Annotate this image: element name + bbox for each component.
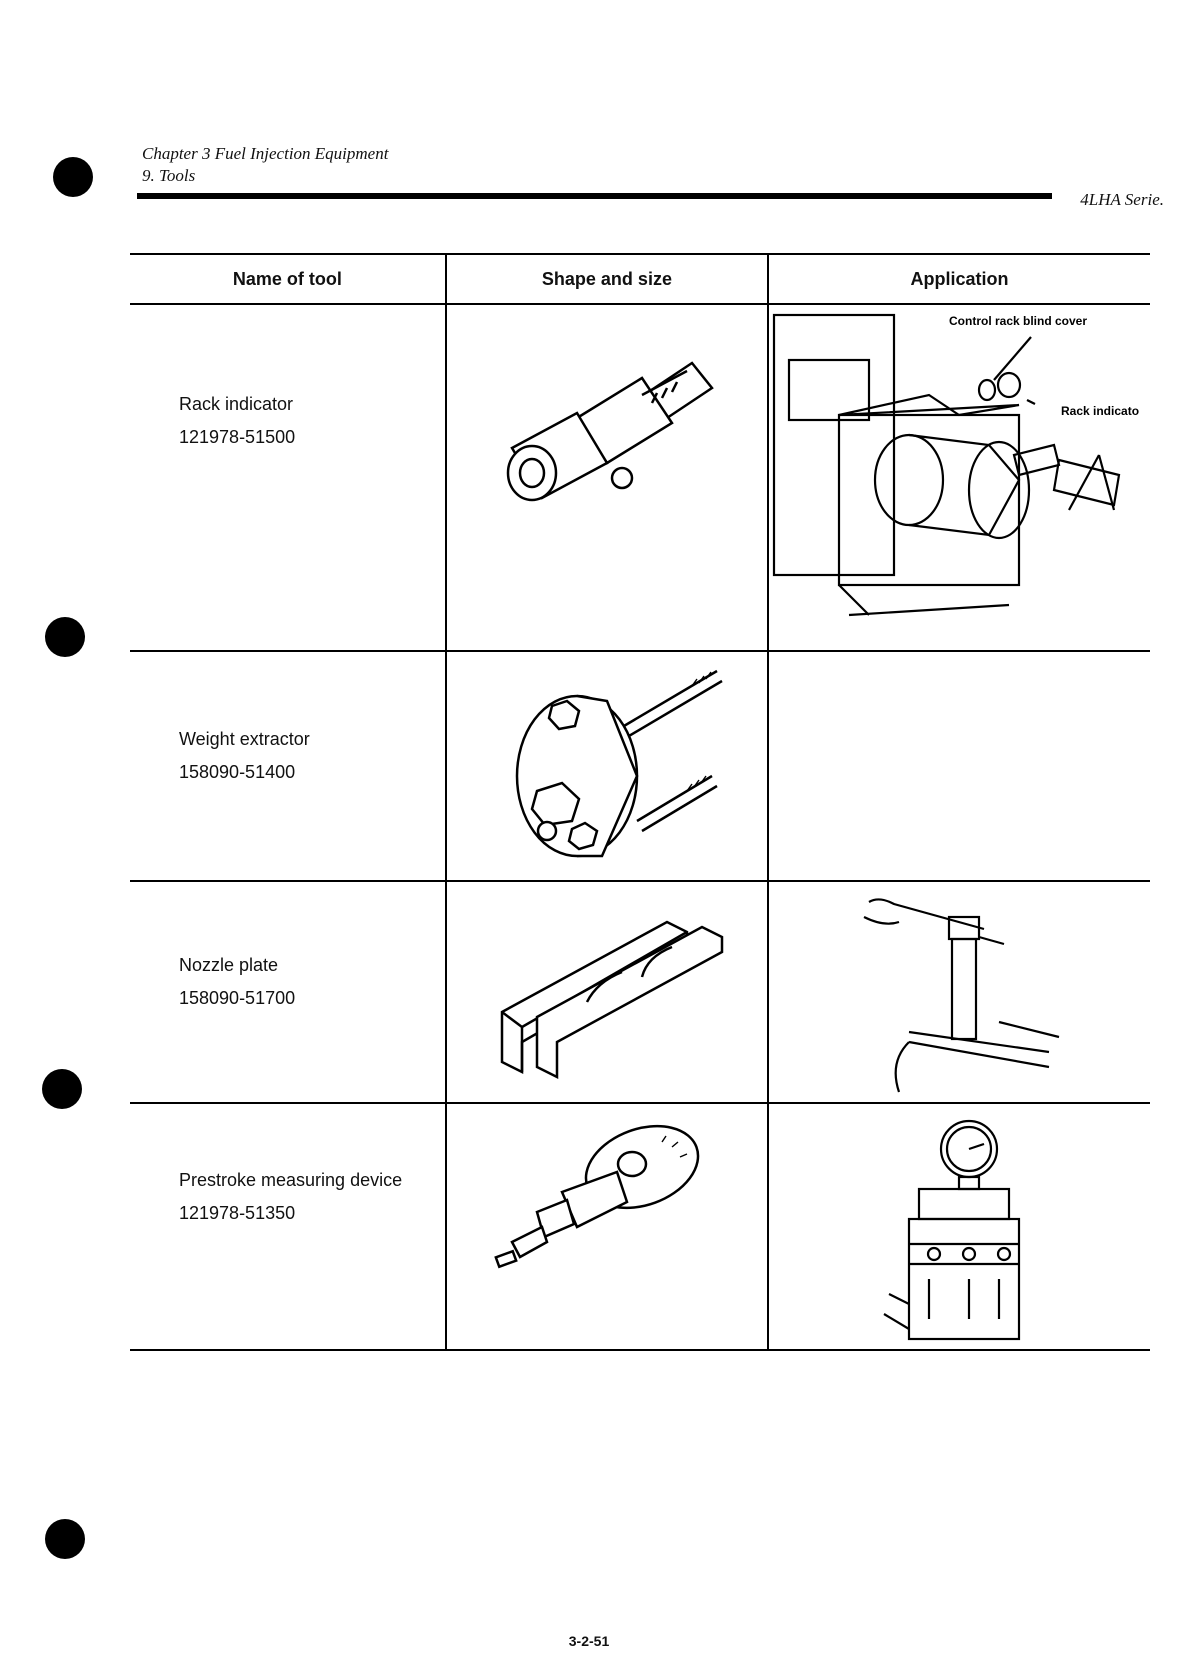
tool-name-cell: Nozzle plate 158090-51700 [130, 881, 446, 1103]
nozzle-plate-illustration [482, 902, 732, 1082]
chapter-title: Chapter 3 Fuel Injection Equipment [142, 144, 388, 164]
column-header-shape: Shape and size [446, 254, 768, 304]
table-row: Nozzle plate 158090-51700 [130, 881, 1150, 1103]
page-number: 3-2-51 [0, 1633, 1178, 1649]
tool-name: Prestroke measuring device [179, 1164, 444, 1197]
binder-hole [42, 1069, 82, 1109]
weight-extractor-illustration [487, 661, 727, 871]
shape-cell [446, 1103, 768, 1350]
column-header-application: Application [768, 254, 1150, 304]
tool-name-cell: Rack indicator 121978-51500 [130, 304, 446, 651]
section-title: 9. Tools [142, 166, 195, 186]
column-header-name: Name of tool [130, 254, 446, 304]
rack-indicator-illustration [482, 333, 732, 533]
part-number: 121978-51500 [179, 421, 444, 454]
nozzle-plate-application-illustration [769, 882, 1148, 1097]
application-cell [768, 1103, 1150, 1350]
tool-name-cell: Prestroke measuring device 121978-51350 [130, 1103, 446, 1350]
tool-name: Weight extractor [179, 723, 444, 756]
table-header-row: Name of tool Shape and size Application [130, 254, 1150, 304]
header-rule [137, 193, 1052, 199]
callout-control-rack-blind-cover: Control rack blind cover [949, 314, 1087, 328]
table-row: Rack indicator 121978-51500 [130, 304, 1150, 651]
part-number: 121978-51350 [179, 1197, 444, 1230]
shape-cell [446, 651, 768, 881]
tool-name: Rack indicator [179, 388, 444, 421]
prestroke-measuring-device-illustration [492, 1112, 722, 1292]
tools-table: Name of tool Shape and size Application … [130, 253, 1150, 1351]
rack-indicator-application-illustration: Control rack blind cover Rack indicato [769, 305, 1148, 645]
application-cell [768, 651, 1150, 881]
binder-hole [53, 157, 93, 197]
tool-name: Nozzle plate [179, 949, 444, 982]
application-cell: Control rack blind cover Rack indicato [768, 304, 1150, 651]
part-number: 158090-51700 [179, 982, 444, 1015]
shape-cell [446, 881, 768, 1103]
shape-cell [446, 304, 768, 651]
table-row: Weight extractor 158090-51400 [130, 651, 1150, 881]
callout-rack-indicator: Rack indicato [1061, 404, 1139, 418]
table-row: Prestroke measuring device 121978-51350 [130, 1103, 1150, 1350]
binder-hole [45, 617, 85, 657]
tool-name-cell: Weight extractor 158090-51400 [130, 651, 446, 881]
series-label: 4LHA Serie. [1080, 190, 1164, 210]
binder-hole [45, 1519, 85, 1559]
application-cell [768, 881, 1150, 1103]
prestroke-application-illustration [769, 1104, 1148, 1344]
part-number: 158090-51400 [179, 756, 444, 789]
